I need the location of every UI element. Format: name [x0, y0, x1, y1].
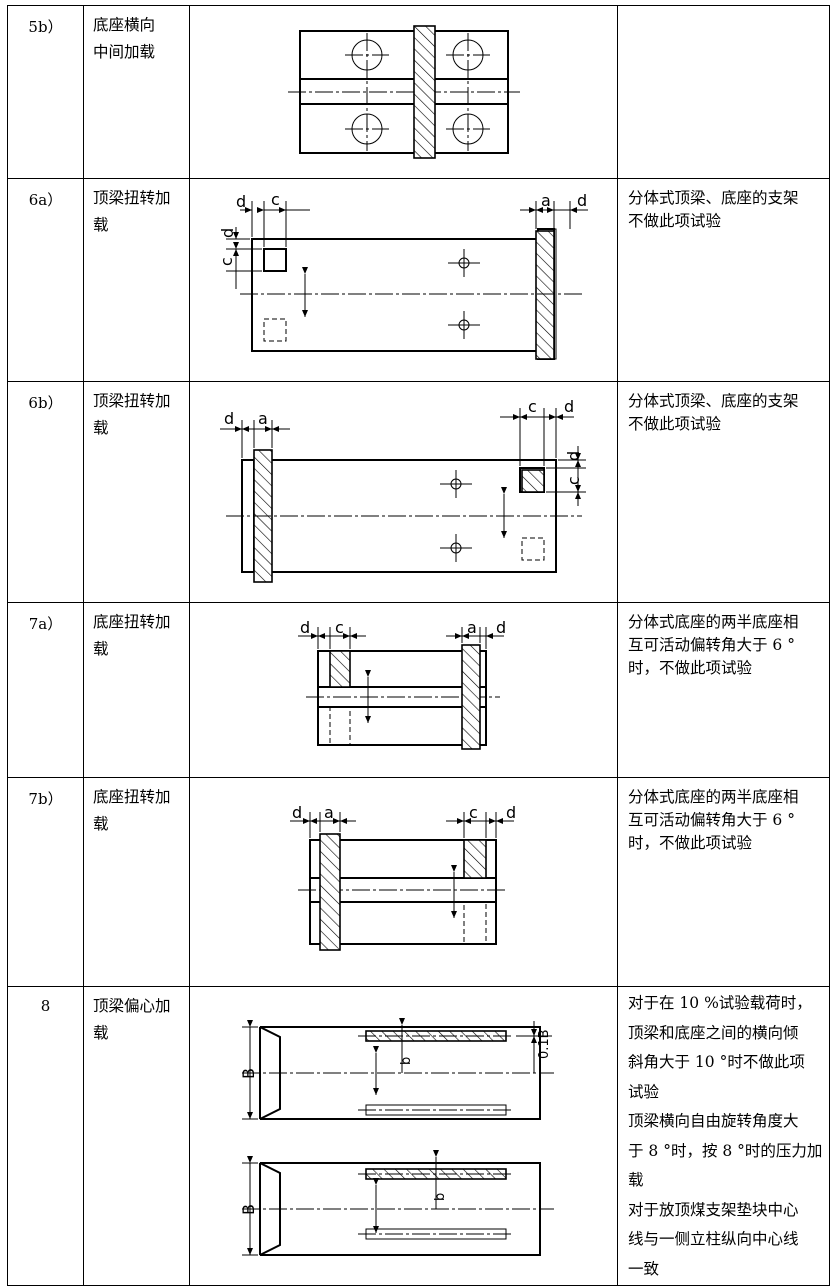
figure-7a: d c a d [189, 602, 618, 778]
row-name: 底座扭转加载 [83, 602, 190, 778]
table-row: 6a） 顶梁扭转加载 [7, 178, 830, 382]
dim-label: d [564, 397, 574, 416]
dim-label: b [433, 1193, 448, 1201]
dim-label: d [292, 803, 302, 822]
row-number: 5b） [7, 5, 84, 179]
row-note: 分体式底座的两半底座相互可活动偏转角大于 6 °时，不做此项试验 [617, 602, 830, 778]
figure-6a: d c d c a d [189, 178, 618, 382]
row-name: 顶梁偏心加载 [83, 986, 190, 1286]
table-row: 5b） 底座横向中间加载 [7, 5, 830, 179]
dim-label: c [217, 257, 236, 266]
row-number: 8 [7, 986, 84, 1286]
dim-label: d [218, 228, 237, 238]
figure-7b: d a c d [189, 777, 618, 987]
figure-5b [189, 5, 618, 179]
row-name: 顶梁扭转加载 [83, 178, 190, 382]
row-note: 分体式底座的两半底座相互可活动偏转角大于 6 °时，不做此项试验 [617, 777, 830, 987]
row-note: 分体式顶梁、底座的支架不做此项试验 [617, 178, 830, 382]
row-note [617, 5, 830, 179]
dim-label: a [258, 409, 268, 428]
dim-label: c [564, 476, 583, 485]
dim-label: d [506, 803, 516, 822]
dim-label: c [469, 803, 478, 822]
row-number: 6b） [7, 381, 84, 603]
row-name: 底座横向中间加载 [83, 5, 190, 179]
table-row: 6b） 顶梁扭转加载 [7, 381, 830, 603]
table-row: 7a） 底座扭转加载 [7, 602, 830, 778]
dim-label: B [239, 1068, 258, 1079]
dim-label: a [467, 618, 477, 637]
dim-label: d [496, 618, 506, 637]
row-number: 7b） [7, 777, 84, 987]
table-row: 7b） 底座扭转加载 d [7, 777, 830, 987]
dim-label: B [239, 1204, 258, 1215]
test-table: 5b） 底座横向中间加载 6a） [7, 5, 830, 1286]
figure-6b: d a c d d c [189, 381, 618, 603]
dim-label: b [399, 1057, 414, 1065]
dim-label: c [271, 190, 280, 209]
figure-8: B b 0.1B B b [189, 986, 618, 1286]
dim-label: d [577, 191, 587, 210]
dim-label: c [335, 618, 344, 637]
dim-label: a [324, 803, 334, 822]
row-note: 分体式顶梁、底座的支架不做此项试验 [617, 381, 830, 603]
row-name: 底座扭转加载 [83, 777, 190, 987]
dim-label: a [541, 191, 551, 210]
table-row: 8 顶梁偏心加载 [7, 986, 830, 1286]
dim-label: d [236, 192, 246, 211]
dim-label: 0.1B [537, 1029, 552, 1059]
dim-label: d [300, 618, 310, 637]
dim-label: c [528, 397, 537, 416]
dim-label: d [564, 451, 583, 461]
row-number: 7a） [7, 602, 84, 778]
dim-label: d [224, 409, 234, 428]
row-note: 对于在 10 %试验载荷时，顶梁和底座之间的横向倾斜角大于 10 °时不做此项试… [617, 986, 830, 1286]
row-name: 顶梁扭转加载 [83, 381, 190, 603]
row-number: 6a） [7, 178, 84, 382]
